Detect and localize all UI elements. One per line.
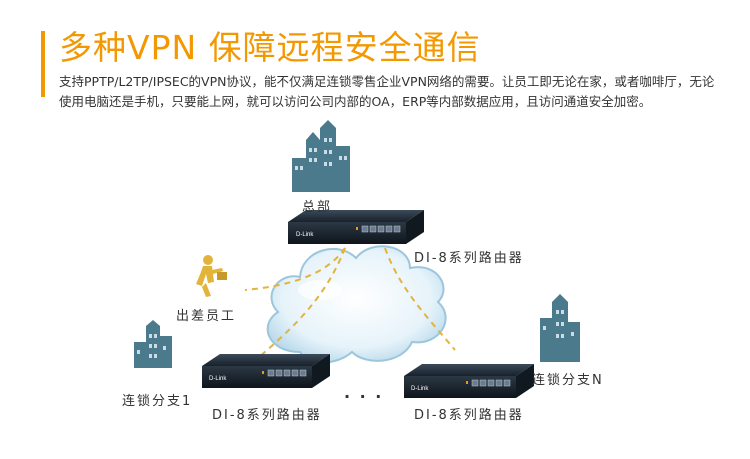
branch1-label: 连锁分支1 [122,394,193,409]
branchN-label: 连锁分支N [532,373,604,388]
branch1-router-brand: D-Link [209,376,227,382]
ellipsis-label: · · · [344,387,384,406]
branch1-router-icon: D-Link [202,354,330,388]
tunnel-hq-branch1 [257,247,346,359]
branchN-router-brand: D-Link [411,386,429,392]
page-description: 支持PPTP/L2TP/IPSEC的VPN协议，能不仅满足连锁零售企业VPN网络… [59,74,715,109]
headquarters-label: 总部 [302,200,333,215]
hq-router-brand: D-Link [296,232,314,238]
tunnel-hq-traveler [244,247,346,291]
internet-cloud [266,245,447,364]
traveler-icon [196,255,227,297]
page-title: 多种VPN 保障远程安全通信 [59,28,481,67]
branch1-router-label: DI-8系列路由器 [212,408,322,423]
hq-router-icon: D-Link [288,210,424,244]
branchN-router-icon: D-Link [404,364,534,398]
accent-bar [41,31,45,97]
branchN-building-icon [540,294,580,362]
branch1-building-icon [134,320,172,368]
traveler-label: 出差员工 [176,309,237,324]
hq-router-label: DI-8系列路由器 [414,251,524,266]
vpn-tunnels [244,247,456,359]
branchN-router-label: DI-8系列路由器 [414,408,524,423]
tunnel-hq-branchN [384,247,456,351]
headquarters-building-icon [292,120,350,192]
